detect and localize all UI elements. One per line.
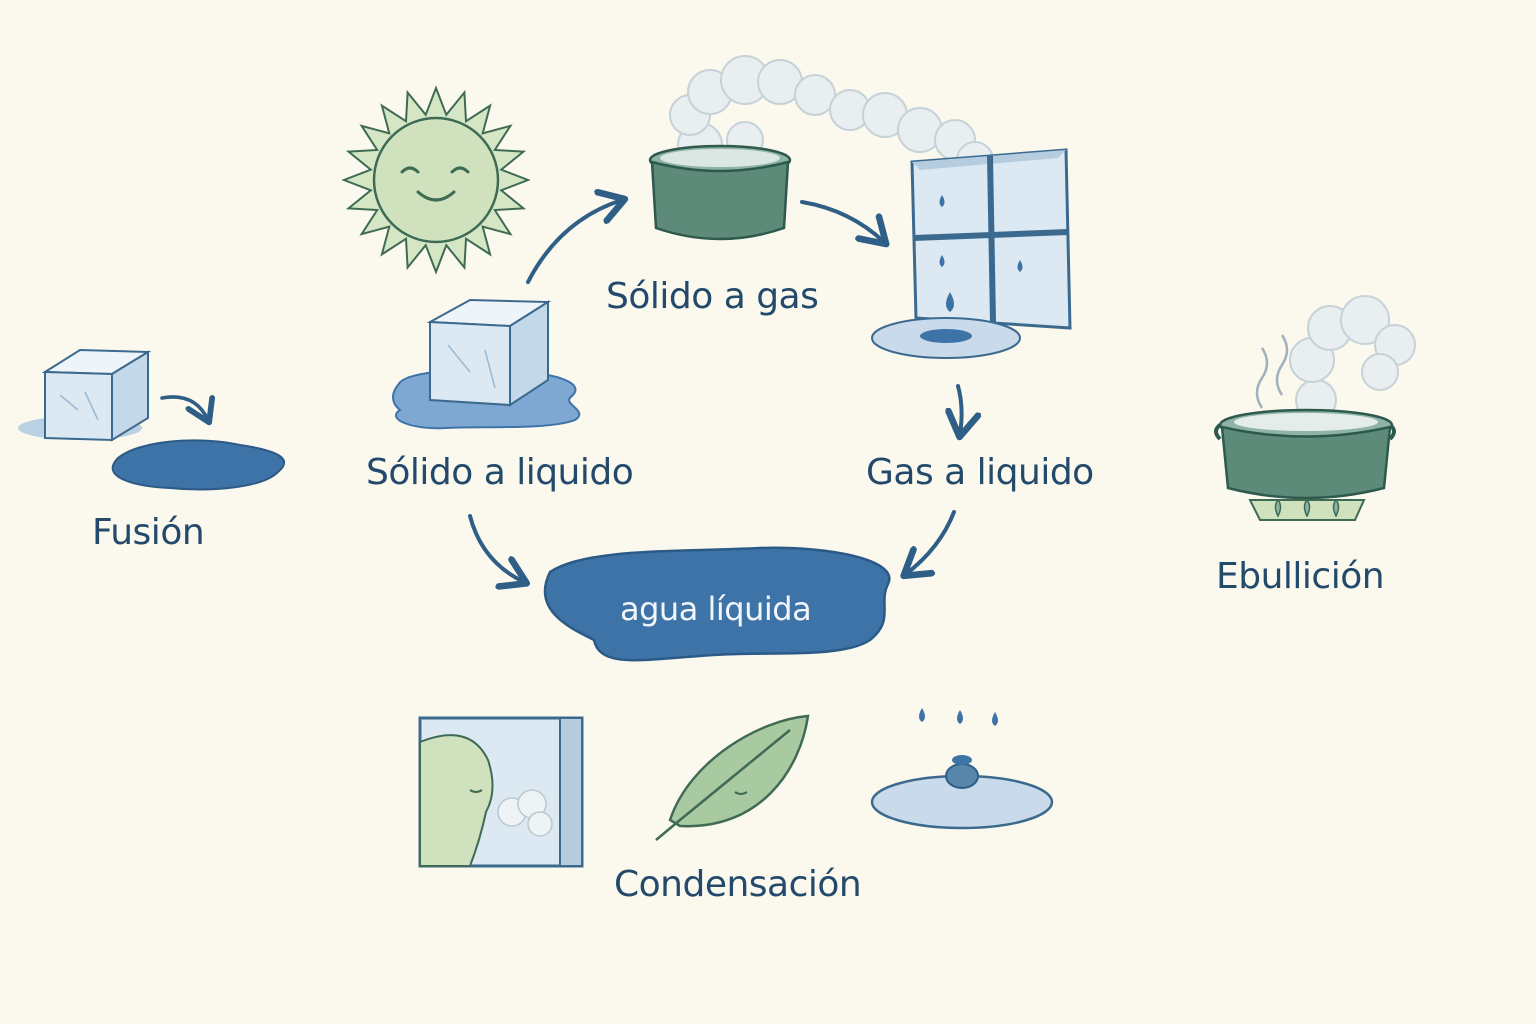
- boiling-steam-icon: [1255, 295, 1416, 421]
- fusion-puddle-icon: [111, 439, 286, 491]
- fusion-ice-cube-icon: [18, 348, 152, 442]
- label-agua-liquida: agua líquida: [620, 590, 812, 628]
- leaf-icon: [655, 714, 810, 841]
- breath-on-window-icon: [418, 716, 584, 868]
- label-gas-a-liquido: Gas a liquido: [866, 452, 1094, 493]
- liquid-water-puddle: [543, 546, 891, 662]
- arrow-plate-down: [958, 384, 962, 434]
- gas-burner-icon: [1248, 498, 1366, 521]
- label-fusion: Fusión: [92, 512, 205, 553]
- fusion-arrow-icon: [160, 397, 208, 420]
- window-condensation-icon: [910, 148, 1072, 330]
- label-ebullicion: Ebullición: [1216, 556, 1385, 597]
- label-solido-a-liquido: Sólido a liquido: [366, 452, 634, 493]
- melting-ice-cube-icon: [392, 298, 581, 430]
- arrow-pot-to-window: [800, 200, 884, 242]
- plate-with-drop-icon: [871, 292, 1021, 359]
- label-condensacion: Condensación: [614, 864, 862, 905]
- pot-lid-with-drops-icon: [870, 708, 1054, 830]
- label-solido-a-gas: Sólido a gas: [606, 276, 819, 317]
- boiling-pot-icon: [1214, 408, 1396, 500]
- smiling-sun-icon: [341, 85, 531, 275]
- arrow-ice-to-pot: [526, 200, 622, 284]
- cooking-pot-icon: [648, 144, 792, 241]
- arrow-to-puddle-left: [468, 514, 524, 582]
- arrow-to-puddle-right: [906, 510, 956, 574]
